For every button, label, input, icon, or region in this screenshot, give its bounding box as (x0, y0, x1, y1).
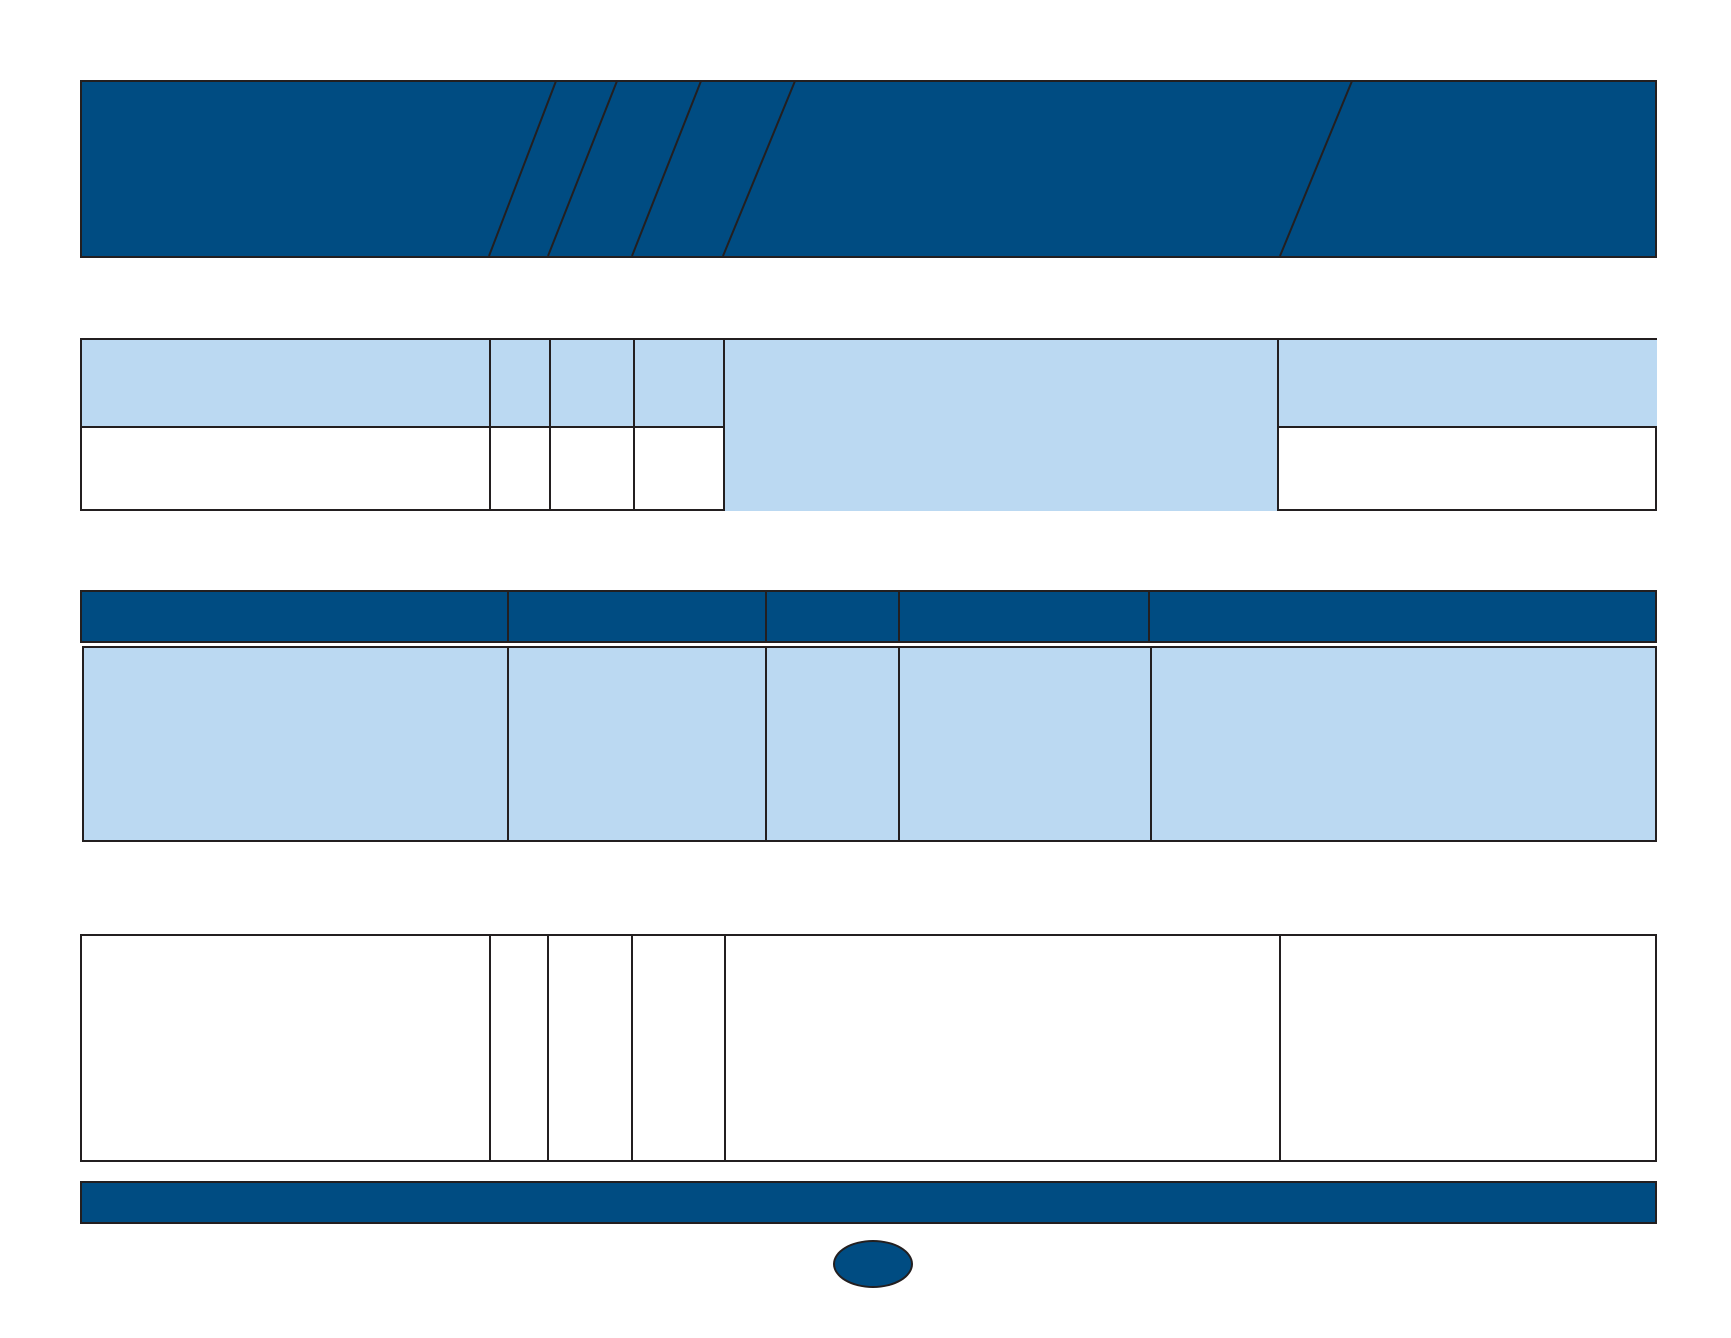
summary-table (80, 338, 1657, 511)
summary-col-divider-2 (549, 340, 551, 509)
header-divider-4 (722, 80, 796, 257)
header-banner (80, 80, 1657, 258)
detail-header-divider-2 (765, 592, 767, 641)
detail-table-header (80, 590, 1657, 643)
summary-col-divider-3 (633, 340, 635, 509)
summary-col-divider-5 (1277, 340, 1279, 509)
header-divider-3 (631, 80, 702, 257)
detail-body-divider-2 (765, 648, 767, 840)
summary-row-divider-right (1277, 426, 1655, 428)
detail-header-divider-1 (507, 592, 509, 641)
header-divider-1 (488, 80, 557, 257)
detail-body-divider-4 (1150, 648, 1152, 840)
detail-table-body (82, 646, 1657, 842)
footer-bar (80, 1181, 1657, 1224)
blank-col-divider-2 (547, 936, 549, 1160)
blank-table (80, 934, 1657, 1162)
summary-col-divider-4 (723, 340, 725, 509)
summary-col-divider-1 (489, 340, 491, 509)
header-divider-2 (547, 80, 618, 257)
detail-body-divider-3 (898, 648, 900, 840)
detail-body-divider-1 (507, 648, 509, 840)
blank-col-divider-1 (489, 936, 491, 1160)
header-divider-5 (1279, 80, 1353, 257)
blank-col-divider-3 (631, 936, 633, 1160)
blank-col-divider-5 (1279, 936, 1281, 1160)
summary-row-divider (82, 426, 725, 428)
page-number-badge (833, 1240, 913, 1288)
blank-col-divider-4 (724, 936, 726, 1160)
summary-merged-cell (725, 340, 1277, 511)
detail-header-divider-3 (898, 592, 900, 641)
detail-header-divider-4 (1148, 592, 1150, 641)
